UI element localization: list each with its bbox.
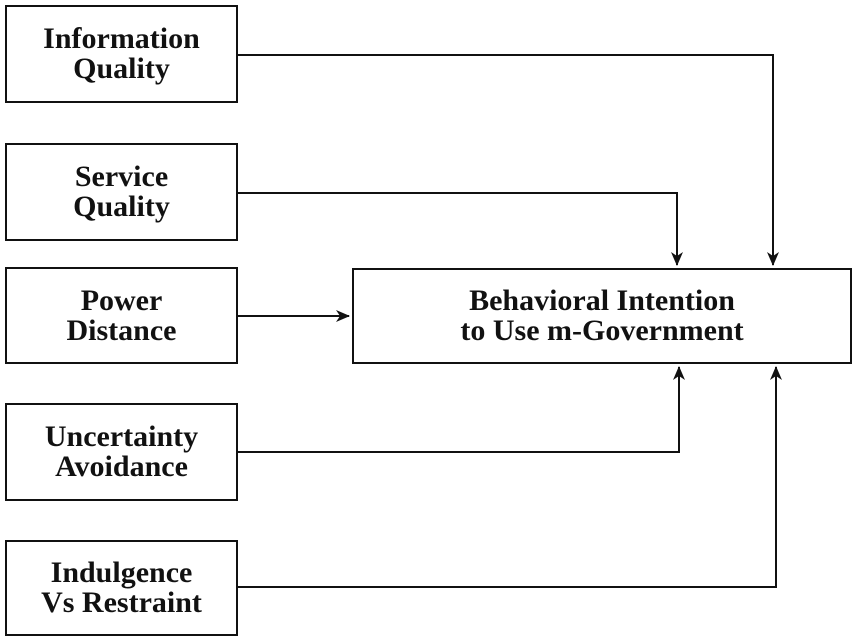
node-label-line-1: Information bbox=[43, 22, 200, 55]
node-label-line-2: Quality bbox=[73, 190, 170, 223]
node-label-line-2: Avoidance bbox=[55, 450, 188, 483]
arrow-indulgence-vs-restraint bbox=[238, 366, 782, 588]
node-label-line-1: Behavioral Intention bbox=[469, 284, 735, 317]
node-label-line-1: Indulgence bbox=[50, 556, 193, 589]
node-label-line-1: Service bbox=[74, 160, 169, 193]
node-service-quality: Service Quality bbox=[5, 143, 238, 241]
node-label-line-1: Uncertainty bbox=[44, 420, 199, 453]
node-power-distance: Power Distance bbox=[5, 267, 238, 364]
arrow-service-quality bbox=[238, 192, 683, 266]
node-label-line-2: to Use m-Government bbox=[460, 314, 744, 347]
node-information-quality: Information Quality bbox=[5, 5, 238, 103]
node-uncertainty-avoidance: Uncertainty Avoidance bbox=[5, 403, 238, 501]
node-label-line-1: Power bbox=[80, 283, 163, 317]
node-label-line-2: Vs Restraint bbox=[41, 586, 202, 619]
node-indulgence-vs-restraint: Indulgence Vs Restraint bbox=[5, 540, 238, 636]
arrow-information-quality bbox=[238, 54, 779, 266]
node-behavioral-intention: Behavioral Intention to Use m-Government bbox=[352, 268, 852, 364]
arrow-uncertainty-avoidance bbox=[238, 366, 685, 453]
node-label-line-2: Quality bbox=[73, 52, 170, 85]
node-label-line-2: Distance bbox=[66, 313, 177, 347]
